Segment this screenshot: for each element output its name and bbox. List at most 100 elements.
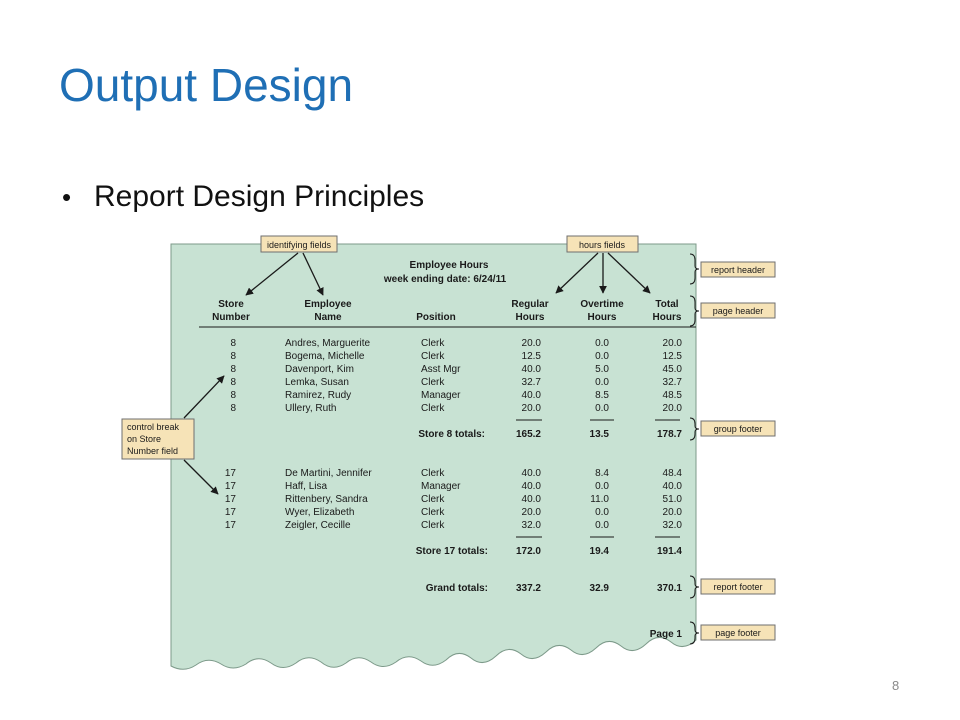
control-break-callout: control break on Store Number field bbox=[121, 375, 225, 495]
table-row: 17 Rittenbery, Sandra Clerk 40.0 11.0 51.0 bbox=[225, 494, 683, 505]
cell-regular: 40.0 bbox=[522, 481, 542, 492]
cell-store: 8 bbox=[230, 351, 236, 362]
cell-position: Clerk bbox=[421, 494, 445, 505]
cell-store: 8 bbox=[230, 338, 236, 349]
store-17-overtime-total: 19.4 bbox=[590, 546, 610, 557]
cell-name: Haff, Lisa bbox=[285, 481, 327, 492]
cell-store: 8 bbox=[230, 364, 236, 375]
cell-regular: 20.0 bbox=[522, 403, 542, 414]
page-footer-annotation: page footer bbox=[689, 621, 776, 645]
cell-regular: 20.0 bbox=[522, 338, 542, 349]
cell-store: 17 bbox=[225, 468, 237, 479]
col-store-line2: Number bbox=[212, 312, 250, 323]
cell-total: 51.0 bbox=[663, 494, 683, 505]
cell-position: Asst Mgr bbox=[421, 364, 461, 375]
cell-name: Ullery, Ruth bbox=[285, 403, 337, 414]
hours-fields-callout: hours fields bbox=[555, 235, 651, 294]
slide-title: Output Design bbox=[59, 59, 354, 111]
bullet-text: Report Design Principles bbox=[94, 180, 425, 213]
cell-name: Lemka, Susan bbox=[285, 377, 349, 388]
report-header-label: report header bbox=[711, 265, 765, 275]
cell-overtime: 0.0 bbox=[595, 403, 609, 414]
store-8-totals: Store 8 totals: 165.2 13.5 178.7 bbox=[418, 419, 682, 440]
report-paper bbox=[170, 243, 697, 670]
cell-store: 8 bbox=[230, 377, 236, 388]
cell-position: Manager bbox=[421, 390, 461, 401]
cell-position: Clerk bbox=[421, 520, 445, 531]
cell-name: Andres, Marguerite bbox=[285, 338, 370, 349]
cell-regular: 40.0 bbox=[522, 364, 542, 375]
store-17-regular-total: 172.0 bbox=[516, 546, 541, 557]
cell-name: Bogema, Michelle bbox=[285, 351, 365, 362]
cell-regular: 40.0 bbox=[522, 390, 542, 401]
cell-total: 45.0 bbox=[663, 364, 683, 375]
report-footer-annotation: report footer bbox=[689, 575, 776, 599]
col-regular-line2: Hours bbox=[516, 312, 545, 323]
group-footer-label: group footer bbox=[714, 424, 763, 434]
cell-overtime: 0.0 bbox=[595, 377, 609, 388]
cell-store: 8 bbox=[230, 403, 236, 414]
cell-regular: 40.0 bbox=[522, 468, 542, 479]
column-headers: Store Number Employee Name Position Regu… bbox=[212, 299, 682, 323]
col-position: Position bbox=[416, 312, 455, 323]
cell-overtime: 11.0 bbox=[590, 494, 609, 505]
cell-store: 17 bbox=[225, 481, 237, 492]
grand-regular-total: 337.2 bbox=[516, 583, 541, 594]
col-overtime-line1: Overtime bbox=[580, 299, 624, 310]
hours-fields-label: hours fields bbox=[579, 240, 626, 250]
col-employee-line2: Name bbox=[314, 312, 342, 323]
store-17-totals-label: Store 17 totals: bbox=[416, 546, 488, 557]
grand-totals-label: Grand totals: bbox=[426, 583, 488, 594]
cell-regular: 12.5 bbox=[522, 351, 542, 362]
cell-total: 40.0 bbox=[663, 481, 683, 492]
cell-name: Davenport, Kim bbox=[285, 364, 354, 375]
report-title: Employee Hours bbox=[410, 260, 489, 271]
report-week-label: week ending date: 6/24/11 bbox=[383, 274, 507, 285]
grand-totals: Grand totals: 337.2 32.9 370.1 bbox=[426, 583, 683, 594]
cell-overtime: 0.0 bbox=[595, 481, 609, 492]
cell-total: 20.0 bbox=[663, 338, 683, 349]
cell-name: Rittenbery, Sandra bbox=[285, 494, 368, 505]
cell-total: 20.0 bbox=[663, 507, 683, 518]
cell-position: Clerk bbox=[421, 377, 445, 388]
report-footer-label: report footer bbox=[713, 582, 762, 592]
cell-store: 17 bbox=[225, 520, 237, 531]
cell-name: Zeigler, Cecille bbox=[285, 520, 351, 531]
cell-regular: 20.0 bbox=[522, 507, 542, 518]
cell-store: 8 bbox=[230, 390, 236, 401]
page-header-label: page header bbox=[713, 306, 764, 316]
cell-name: Ramirez, Rudy bbox=[285, 390, 351, 401]
grand-overtime-total: 32.9 bbox=[590, 583, 610, 594]
col-total-line2: Hours bbox=[653, 312, 682, 323]
col-overtime-line2: Hours bbox=[588, 312, 617, 323]
table-row: 8 Davenport, Kim Asst Mgr 40.0 5.0 45.0 bbox=[230, 364, 682, 375]
cell-store: 17 bbox=[225, 494, 237, 505]
cell-total: 48.5 bbox=[663, 390, 683, 401]
bullet-dot-icon: • bbox=[62, 182, 72, 212]
col-employee-line1: Employee bbox=[304, 299, 352, 310]
cell-overtime: 5.0 bbox=[595, 364, 609, 375]
store-8-regular-total: 165.2 bbox=[516, 429, 541, 440]
page-number-label: Page 1 bbox=[650, 629, 683, 640]
store-8-totals-label: Store 8 totals: bbox=[418, 429, 485, 440]
cell-overtime: 8.4 bbox=[595, 468, 609, 479]
grand-total-hours: 370.1 bbox=[657, 583, 682, 594]
cell-overtime: 0.0 bbox=[595, 351, 609, 362]
cell-name: Wyer, Elizabeth bbox=[285, 507, 354, 518]
cell-regular: 40.0 bbox=[522, 494, 542, 505]
cell-overtime: 0.0 bbox=[595, 520, 609, 531]
slide-number: 8 bbox=[892, 678, 900, 693]
col-store-line1: Store bbox=[218, 299, 244, 310]
cell-overtime: 0.0 bbox=[595, 338, 609, 349]
col-total-line1: Total bbox=[655, 299, 678, 310]
cell-total: 20.0 bbox=[663, 403, 683, 414]
cell-position: Clerk bbox=[421, 403, 445, 414]
